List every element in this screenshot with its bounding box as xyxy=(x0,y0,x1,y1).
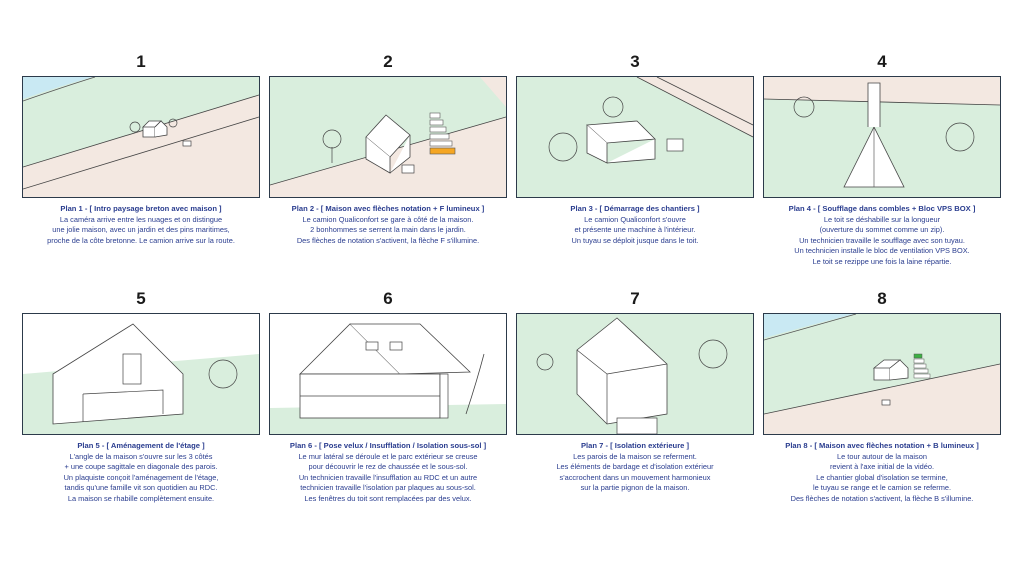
caption-line: Un tuyau se déploit jusque dans le toit. xyxy=(571,235,699,245)
panel-illustration xyxy=(22,76,260,198)
caption-line: Les parois de la maison se referment. xyxy=(573,451,697,461)
panel-caption: Plan 4 - [ Soufflage dans combles + Bloc… xyxy=(757,204,1007,267)
panel-caption: Plan 3 - [ Démarrage des chantiers ] Le … xyxy=(510,204,760,246)
caption-line: Le chantier global d'isolation se termin… xyxy=(816,472,948,482)
caption-line: une jolie maison, avec un jardin et des … xyxy=(52,225,230,234)
panel-title: Plan 4 - [ Soufflage dans combles + Bloc… xyxy=(788,204,976,213)
panel-title: Plan 2 - [ Maison avec flèches notation … xyxy=(291,204,485,213)
panel-number: 5 xyxy=(136,289,146,308)
panel-number: 1 xyxy=(136,52,146,71)
caption-line: Les fenêtres du toit sont remplacées par… xyxy=(304,493,472,503)
panel-title: Plan 3 - [ Démarrage des chantiers ] xyxy=(570,204,700,213)
panel-caption: Plan 6 - [ Pose velux / Insufflation / I… xyxy=(263,441,513,504)
panel-caption: Plan 1 - [ Intro paysage breton avec mai… xyxy=(16,204,266,246)
panel-title: Plan 6 - [ Pose velux / Insufflation / I… xyxy=(289,441,487,450)
panel-title: Plan 5 - [ Aménagement de l'étage ] xyxy=(77,441,205,450)
caption-line: technicien travaille l'isolation par pla… xyxy=(300,483,476,492)
exterior-insulation-sketch xyxy=(517,314,753,434)
panel-number: 4 xyxy=(877,52,887,71)
panel-title: Plan 1 - [ Intro paysage breton avec mai… xyxy=(60,204,222,213)
caption-line: Le camion Qualiconfort se gare à côté de… xyxy=(302,214,474,224)
panel-title: Plan 7 - [ Isolation extérieure ] xyxy=(580,441,690,450)
panel-caption: Plan 5 - [ Aménagement de l'étage ] L'an… xyxy=(16,441,266,504)
panel-illustration xyxy=(269,313,507,435)
panel-number: 6 xyxy=(383,289,393,308)
panel-illustration xyxy=(763,313,1001,435)
caption-line: Des flèches de notation s'activent, la f… xyxy=(296,235,480,245)
velux-insufflation-basement-sketch xyxy=(270,314,506,434)
panel-caption: Plan 8 - [ Maison avec flèches notation … xyxy=(757,441,1007,504)
caption-line: revient à l'axe initial de la vidéo. xyxy=(829,462,935,471)
panel-illustration xyxy=(763,76,1001,198)
caption-line: Un technicien travaille le soufflage ave… xyxy=(799,235,965,245)
caption-line: La caméra arrive entre les nuages et on … xyxy=(59,214,223,224)
caption-line: sur la partie pignon de la maison. xyxy=(580,483,690,492)
panel-caption: Plan 2 - [ Maison avec flèches notation … xyxy=(263,204,513,246)
worksite-start-sketch xyxy=(517,77,753,197)
caption-line: (ouverture du sommet comme un zip). xyxy=(819,225,945,234)
caption-line: La maison se rhabille complètement ensui… xyxy=(67,493,215,503)
caption-line: + une coupe sagittale en diagonale des p… xyxy=(64,462,218,471)
caption-line: Le tour autour de la maison xyxy=(837,451,927,461)
caption-line: tandis qu'une famille vit son quotidien … xyxy=(64,483,218,492)
caption-line: 2 bonhommes se serrent la main dans le j… xyxy=(310,225,466,234)
caption-line: le tuyau se range et le camion se referm… xyxy=(812,483,952,492)
caption-line: proche de la côte bretonne. Le camion ar… xyxy=(47,235,235,245)
panel-illustration xyxy=(516,76,754,198)
panel-illustration xyxy=(516,313,754,435)
caption-line: pour découvrir le rez de chaussée et le … xyxy=(308,462,468,471)
caption-line: Le camion Qualiconfort s'ouvre xyxy=(584,214,686,224)
upper-floor-layout-sketch xyxy=(23,314,259,434)
panel-caption: Plan 7 - [ Isolation extérieure ] Les pa… xyxy=(510,441,760,494)
panel-number: 2 xyxy=(383,52,393,71)
panel-number: 3 xyxy=(630,52,640,71)
caption-line: Un technicien travaille l'insufflation a… xyxy=(298,472,478,482)
attic-blowing-sketch xyxy=(764,77,1000,197)
panel-number: 8 xyxy=(877,289,887,308)
caption-line: Les éléments de bardage et d'isolation e… xyxy=(556,462,714,471)
panel-number: 7 xyxy=(630,289,640,308)
caption-line: L'angle de la maison s'ouvre sur les 3 c… xyxy=(69,451,213,461)
panel-illustration xyxy=(269,76,507,198)
caption-line: Le mur latéral se déroule et le parc ext… xyxy=(298,451,478,461)
final-rating-house-sketch xyxy=(764,314,1000,434)
caption-line: Le toit se déshabille sur la longueur xyxy=(823,214,941,224)
house-energy-rating-sketch xyxy=(270,77,506,197)
caption-line: Des flèches de notation s'activent, la f… xyxy=(790,493,974,503)
caption-line: Le toit se rezippe une fois la laine rép… xyxy=(812,256,952,266)
caption-line: Un plaquiste conçoit l'aménagement de l'… xyxy=(63,472,219,482)
panel-illustration xyxy=(22,313,260,435)
landscape-road-house-sketch xyxy=(23,77,259,197)
caption-line: et présente une machine à l'intérieur. xyxy=(574,225,696,234)
panel-title: Plan 8 - [ Maison avec flèches notation … xyxy=(785,441,979,450)
caption-line: s'accrochent dans un mouvement harmonieu… xyxy=(559,472,711,482)
caption-line: Un technicien installe le bloc de ventil… xyxy=(794,246,970,255)
